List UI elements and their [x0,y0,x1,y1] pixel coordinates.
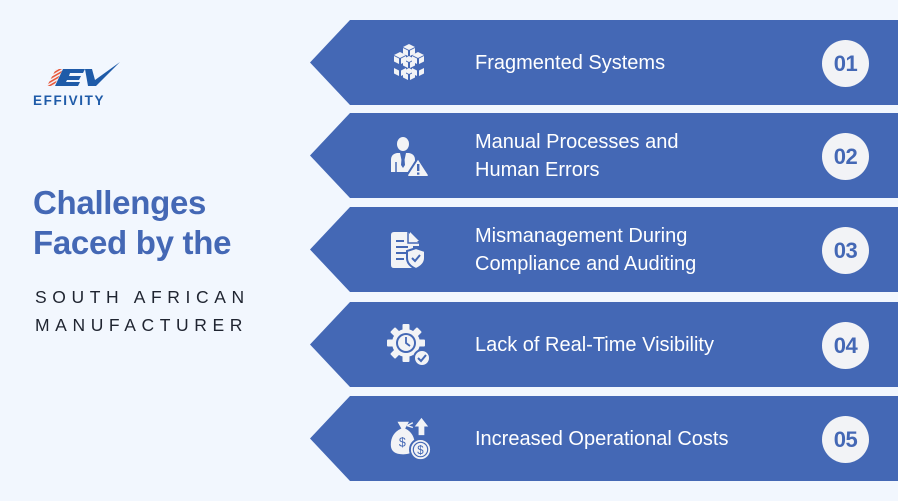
number-badge: 01 [822,40,869,87]
challenge-label-line: Increased Operational Costs [475,427,729,450]
svg-text:$: $ [399,436,406,450]
challenge-label: Lack of Real-Time Visibility [475,302,714,387]
challenge-label-line: Compliance and Auditing [475,252,697,275]
challenge-banner-3: Mismanagement During Compliance and Audi… [310,207,898,292]
document-shield-icon [386,228,432,272]
challenge-label-line: Fragmented Systems [475,51,666,74]
challenge-banner-1: Fragmented Systems 01 [310,20,898,105]
challenge-label: Fragmented Systems [475,20,665,105]
challenge-banner-2: Manual Processes and Human Errors 02 [310,113,898,198]
number-badge: 02 [822,133,869,180]
challenge-label: Mismanagement During Compliance and Audi… [475,207,696,292]
title-line-1: Challenges [33,184,207,221]
challenge-label: Manual Processes and Human Errors [475,113,678,198]
challenge-label-line: Lack of Real-Time Visibility [475,333,714,356]
number-badge: 05 [822,416,869,463]
gear-clock-icon [386,323,432,367]
subtitle-line-1: SOUTH AFRICAN [35,287,250,307]
page-subtitle: SOUTH AFRICAN MANUFACTURER [35,283,250,339]
svg-text:$: $ [417,445,424,457]
ev-logo-mark-icon [47,62,120,86]
title-line-2: Faced by the [33,224,232,261]
challenge-label-line: Mismanagement During [475,224,688,247]
cubes-icon [386,41,432,85]
person-warning-icon [386,134,432,178]
subtitle-line-2: MANUFACTURER [35,315,249,335]
page-title: Challenges Faced by the [33,183,231,263]
challenge-label: Increased Operational Costs [475,396,728,481]
money-bag-up-icon: $ $ [386,417,432,462]
effivity-logo: EFFIVITY [30,58,145,110]
number-badge: 04 [822,322,869,369]
challenge-label-line: Human Errors [475,158,600,181]
challenge-banner-5: $ $ Increased Operational Costs 05 [310,396,898,481]
challenge-label-line: Manual Processes and [475,130,679,153]
number-badge: 03 [822,227,869,274]
brand-name: EFFIVITY [33,93,106,108]
challenge-banner-4: Lack of Real-Time Visibility 04 [310,302,898,387]
